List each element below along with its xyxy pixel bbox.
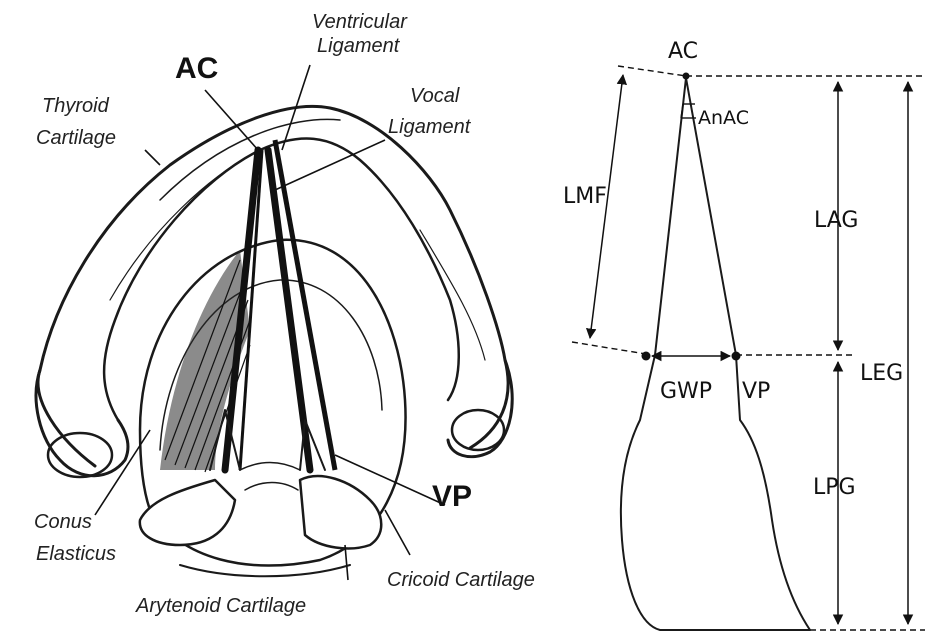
label-vocal-ligament: Ligament bbox=[388, 116, 472, 138]
label-thyroid: Thyroid bbox=[42, 95, 110, 117]
label-conus-elasticus: Elasticus bbox=[36, 543, 116, 565]
label-lpg: LPG bbox=[813, 475, 856, 500]
label-vp-left: VP bbox=[432, 480, 472, 513]
label-conus: Conus bbox=[34, 511, 92, 533]
label-vocal: Vocal bbox=[410, 85, 460, 107]
label-anac: AnAC bbox=[698, 107, 749, 129]
point-ac bbox=[683, 73, 690, 80]
label-arytenoid-cartilage: Arytenoid Cartilage bbox=[135, 595, 306, 617]
point-vp-left bbox=[642, 352, 651, 361]
label-vp-right: VP bbox=[742, 379, 770, 404]
label-gwp: GWP bbox=[660, 379, 712, 404]
thyroid-cartilage-drawing bbox=[36, 106, 512, 477]
label-ac-left: AC bbox=[175, 52, 218, 85]
label-leg: LEG bbox=[860, 361, 903, 386]
point-vp-right bbox=[732, 352, 741, 361]
vocal-ligaments-drawing bbox=[225, 140, 335, 470]
label-thyroid-cartilage: Cartilage bbox=[36, 127, 116, 149]
dashed-guides bbox=[572, 66, 925, 630]
label-ac-right: AC bbox=[668, 39, 698, 64]
measurement-arrows bbox=[590, 75, 908, 624]
label-lag: LAG bbox=[814, 208, 858, 233]
label-cricoid-cartilage: Cricoid Cartilage bbox=[387, 569, 535, 591]
label-lmf: LMF bbox=[563, 184, 607, 209]
label-ventricular: Ventricular bbox=[312, 11, 408, 33]
label-ventricular-ligament: Ligament bbox=[317, 35, 401, 57]
